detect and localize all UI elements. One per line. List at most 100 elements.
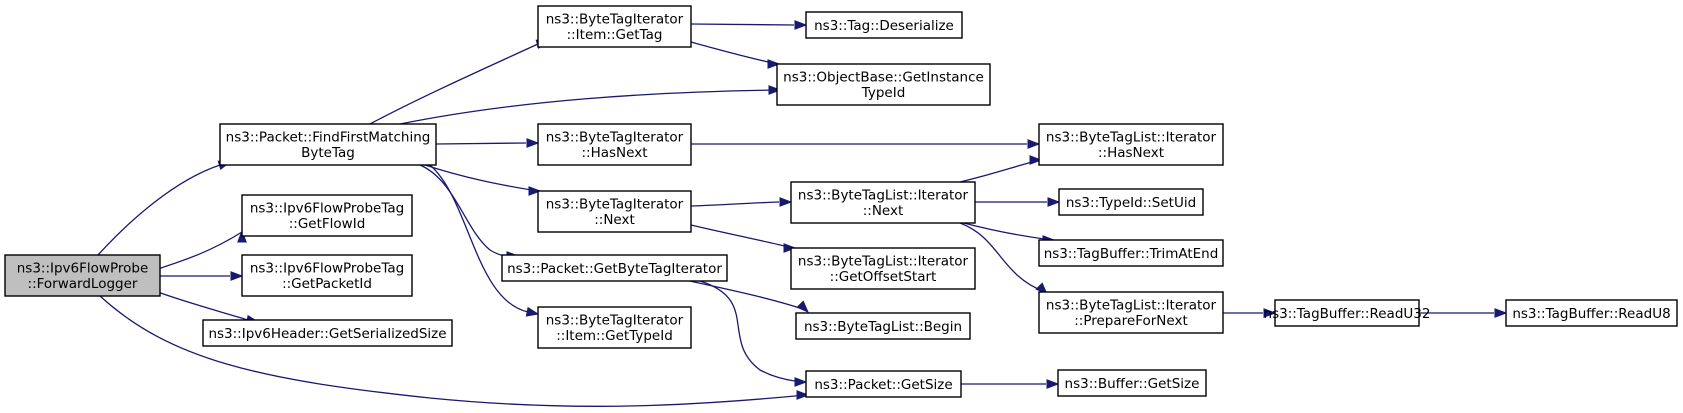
- graph-node-lbg[interactable]: ns3::ByteTagList::Begin: [795, 312, 971, 340]
- graph-node-box: [4, 254, 161, 297]
- graph-node-box: [1274, 299, 1420, 327]
- graph-node-box: [795, 312, 971, 340]
- call-graph-nodes: ns3::Ipv6FlowProbe::ForwardLoggerns3::Pa…: [4, 5, 1678, 398]
- graph-node-label: ns3::ByteTagList::Iterator: [798, 254, 969, 270]
- graph-node-pfn[interactable]: ns3::ByteTagList::Iterator::PrepareForNe…: [1038, 291, 1224, 334]
- graph-node-label: ::PrepareForNext: [1074, 313, 1188, 329]
- graph-node-label: ::GetOffsetStart: [830, 269, 937, 285]
- graph-node-label: ns3::ByteTagList::Iterator: [1046, 130, 1217, 146]
- graph-node-box: [805, 11, 963, 39]
- graph-node-label: ns3::ByteTagList::Iterator: [1046, 298, 1217, 314]
- graph-node-label: ns3::ObjectBase::GetInstance: [783, 70, 984, 86]
- graph-node-label: ns3::Packet::FindFirstMatching: [226, 130, 431, 146]
- call-edge-ffm-to-gnx: [424, 164, 542, 196]
- graph-node-ru8[interactable]: ns3::TagBuffer::ReadU8: [1505, 299, 1678, 327]
- graph-node-tae[interactable]: ns3::TagBuffer::TrimAtEnd: [1038, 239, 1224, 267]
- graph-node-gpi[interactable]: ns3::Ipv6FlowProbeTag::GetPacketId: [241, 254, 413, 297]
- graph-node-gfi[interactable]: ns3::Ipv6FlowProbeTag::GetFlowId: [241, 194, 413, 237]
- graph-node-itid[interactable]: ns3::ByteTagIterator::Item::GetTypeId: [537, 306, 692, 349]
- graph-node-box: [202, 319, 453, 347]
- call-edge-fwd-to-gpi: [155, 271, 244, 281]
- call-edge-pfn-to-r32: [1223, 308, 1277, 318]
- graph-node-label: ns3::Ipv6FlowProbeTag: [250, 201, 404, 217]
- graph-node-box: [790, 181, 976, 224]
- call-edge-gnx-to-gos: [690, 224, 797, 253]
- graph-node-box: [537, 190, 692, 233]
- call-edge-lnx-to-lhn: [959, 155, 1043, 183]
- graph-node-label: ns3::TagBuffer::ReadU32: [1264, 306, 1431, 322]
- call-edge-ffm-to-ghn: [435, 138, 540, 148]
- graph-node-label: ::Next: [594, 212, 635, 228]
- graph-node-bgs[interactable]: ns3::Buffer::GetSize: [1057, 369, 1207, 397]
- graph-node-label: ns3::Packet::GetSize: [814, 377, 952, 393]
- graph-node-box: [776, 63, 991, 106]
- graph-node-gos[interactable]: ns3::ByteTagList::Iterator::GetOffsetSta…: [790, 247, 976, 290]
- graph-node-box: [1038, 291, 1224, 334]
- graph-node-label: ns3::TypeId::SetUid: [1066, 195, 1196, 211]
- graph-node-label: ns3::Ipv6Header::GetSerializedSize: [208, 326, 446, 342]
- graph-node-label: ::Item::GetTypeId: [556, 328, 673, 344]
- graph-node-lhn[interactable]: ns3::ByteTagList::Iterator::HasNext: [1038, 123, 1224, 166]
- graph-node-box: [537, 123, 692, 166]
- graph-node-box: [241, 254, 413, 297]
- graph-node-box: [219, 123, 437, 166]
- graph-node-label: ns3::ByteTagIterator: [546, 197, 684, 213]
- call-edge-fwd-to-gfi: [154, 229, 247, 271]
- graph-node-label: ::Item::GetTag: [567, 27, 663, 43]
- graph-node-box: [1505, 299, 1678, 327]
- call-edge-ffm-to-itid: [429, 164, 540, 317]
- graph-node-box: [1038, 239, 1224, 267]
- graph-node-pgs[interactable]: ns3::Packet::GetSize: [805, 370, 962, 398]
- graph-node-label: ::GetFlowId: [289, 216, 366, 232]
- graph-node-fwd[interactable]: ns3::Ipv6FlowProbe::ForwardLogger: [4, 254, 161, 297]
- graph-node-box: [537, 306, 692, 349]
- call-edge-fwd-to-pgs: [99, 295, 810, 407]
- call-edge-lnx-to-tsu: [975, 197, 1061, 207]
- call-edge-ffm-to-igt: [369, 39, 550, 125]
- graph-node-igt[interactable]: ns3::ByteTagIterator::Item::GetTag: [537, 5, 692, 48]
- graph-node-label: ns3::Ipv6FlowProbeTag: [250, 261, 404, 277]
- graph-node-box: [805, 370, 962, 398]
- call-edge-gnx-to-lnx: [690, 197, 793, 207]
- call-edge-fwd-to-ffm: [97, 160, 232, 256]
- graph-node-label: ns3::ByteTagList::Begin: [804, 319, 962, 335]
- graph-node-r32[interactable]: ns3::TagBuffer::ReadU32: [1264, 299, 1431, 327]
- call-edge-r32-to-ru8: [1419, 308, 1508, 318]
- graph-node-label: ::ForwardLogger: [28, 276, 138, 292]
- graph-node-label: ::GetPacketId: [282, 276, 372, 292]
- graph-node-label: ByteTag: [301, 145, 355, 161]
- graph-node-label: ns3::ByteTagList::Iterator: [798, 188, 969, 204]
- graph-node-box: [1038, 123, 1224, 166]
- graph-node-label: TypeId: [861, 85, 906, 101]
- graph-node-tsu[interactable]: ns3::TypeId::SetUid: [1058, 188, 1204, 216]
- graph-node-box: [1057, 369, 1207, 397]
- call-edge-igt-to-ogi: [690, 41, 781, 69]
- graph-node-label: ns3::TagBuffer::TrimAtEnd: [1044, 246, 1219, 262]
- graph-node-label: ns3::TagBuffer::ReadU8: [1512, 306, 1670, 322]
- graph-node-box: [241, 194, 413, 237]
- graph-node-label: ::Next: [863, 203, 904, 219]
- call-edge-pgb-to-lbg: [689, 280, 809, 313]
- graph-node-box: [501, 254, 728, 282]
- graph-node-pgb[interactable]: ns3::Packet::GetByteTagIterator: [501, 254, 728, 282]
- graph-node-gnx[interactable]: ns3::ByteTagIterator::Next: [537, 190, 692, 233]
- graph-node-tds[interactable]: ns3::Tag::Deserialize: [805, 11, 963, 39]
- graph-node-label: ns3::Buffer::GetSize: [1065, 376, 1200, 392]
- call-edge-ffm-to-ogi: [399, 85, 782, 125]
- graph-node-box: [1058, 188, 1204, 216]
- graph-node-label: ns3::ByteTagIterator: [546, 130, 684, 146]
- graph-node-lnx[interactable]: ns3::ByteTagList::Iterator::Next: [790, 181, 976, 224]
- call-edge-ffm-to-pgb: [419, 164, 520, 261]
- graph-node-label: ns3::ByteTagIterator: [546, 313, 684, 329]
- graph-node-ghn[interactable]: ns3::ByteTagIterator::HasNext: [537, 123, 692, 166]
- graph-node-label: ::HasNext: [581, 145, 647, 161]
- graph-node-label: ::HasNext: [1098, 145, 1164, 161]
- graph-node-label: ns3::Tag::Deserialize: [814, 18, 954, 34]
- graph-node-label: ns3::Ipv6FlowProbe: [17, 261, 149, 277]
- graph-node-label: ns3::Packet::GetByteTagIterator: [507, 261, 722, 277]
- graph-node-gss[interactable]: ns3::Ipv6Header::GetSerializedSize: [202, 319, 453, 347]
- call-edge-pgs-to-bgs: [961, 379, 1060, 389]
